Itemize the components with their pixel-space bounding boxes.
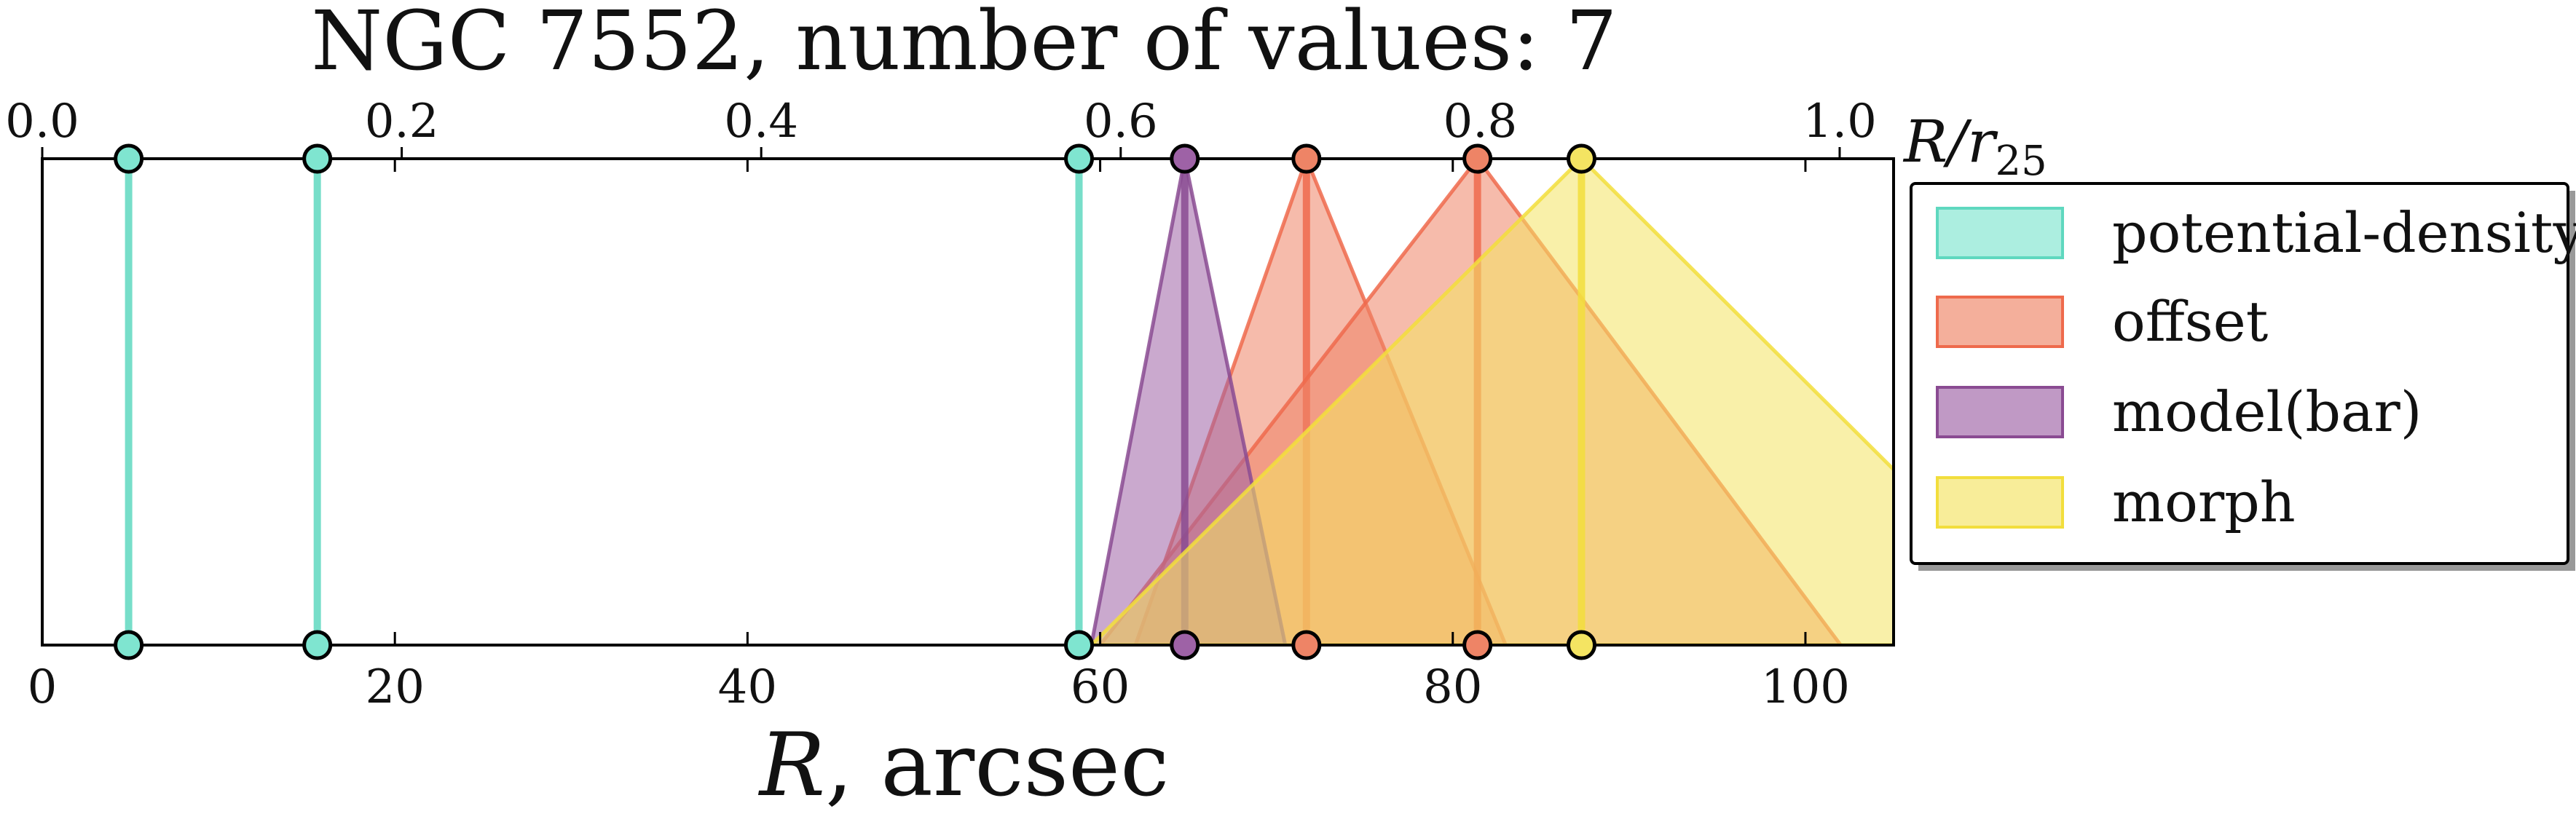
x-axis-label: R, arcsec xyxy=(758,715,1170,816)
x-tick-label-0: 0 xyxy=(28,660,58,714)
legend-label-model-bar: model(bar) xyxy=(2112,379,2422,444)
x2-tick-label-0: 0.0 xyxy=(5,95,79,149)
offset-marker-1-bottom xyxy=(1462,630,1493,660)
potential-density-marker-1-top xyxy=(302,143,333,174)
x2-tick-label-3: 0.6 xyxy=(1084,95,1158,149)
top-axis-label: R/r25 xyxy=(1902,108,2047,185)
plot-frame xyxy=(41,157,1895,647)
chart-title: NGC 7552, number of values: 7 xyxy=(311,0,1617,89)
x2-tick-label-4: 0.8 xyxy=(1443,95,1517,149)
ticks-layer: 0 20 40 60 80 100 0.0 0.2 0.4 0.6 0.8 1.0 xyxy=(5,95,1877,714)
morph-marker-0-top xyxy=(1566,143,1596,174)
model-bar-marker-0-bottom xyxy=(1170,630,1200,660)
legend-box xyxy=(1910,182,2569,565)
offset-marker-1-top xyxy=(1462,143,1493,174)
x2-tick-label-5: 1.0 xyxy=(1803,95,1877,149)
morph-marker-0-bottom xyxy=(1566,630,1596,660)
legend-swatch-model-bar xyxy=(1936,386,2064,438)
legend-swatch-morph xyxy=(1936,476,2064,529)
potential-density-marker-0-top xyxy=(114,143,144,174)
legend-label-offset: offset xyxy=(2112,289,2268,354)
x-tick-label-2: 40 xyxy=(718,660,777,714)
legend-swatch-offset xyxy=(1936,296,2064,348)
legend-label-morph: morph xyxy=(2112,470,2296,534)
x2-tick-label-2: 0.4 xyxy=(724,95,798,149)
legend-label-potential-density: potential-density xyxy=(2112,200,2576,265)
legend-swatch-potential-density xyxy=(1936,207,2064,259)
potential-density-marker-2-top xyxy=(1064,143,1095,174)
markers-layer xyxy=(114,143,1596,660)
legend: potential-density offset model(bar) morph xyxy=(1910,182,2576,571)
x-tick-label-5: 100 xyxy=(1761,660,1850,714)
offset-marker-0-bottom xyxy=(1291,630,1322,660)
potential-density-marker-1-bottom xyxy=(302,630,333,660)
x2-tick-label-1: 0.2 xyxy=(365,95,439,149)
potential-density-marker-2-bottom xyxy=(1064,630,1095,660)
x-tick-label-3: 60 xyxy=(1071,660,1130,714)
morph-band-0 xyxy=(1089,159,1894,645)
offset-marker-0-top xyxy=(1291,143,1322,174)
model-bar-marker-0-top xyxy=(1170,143,1200,174)
x-tick-label-1: 20 xyxy=(365,660,424,714)
x-tick-label-4: 80 xyxy=(1423,660,1482,714)
bands-layer xyxy=(125,159,1894,645)
potential-density-marker-0-bottom xyxy=(114,630,144,660)
